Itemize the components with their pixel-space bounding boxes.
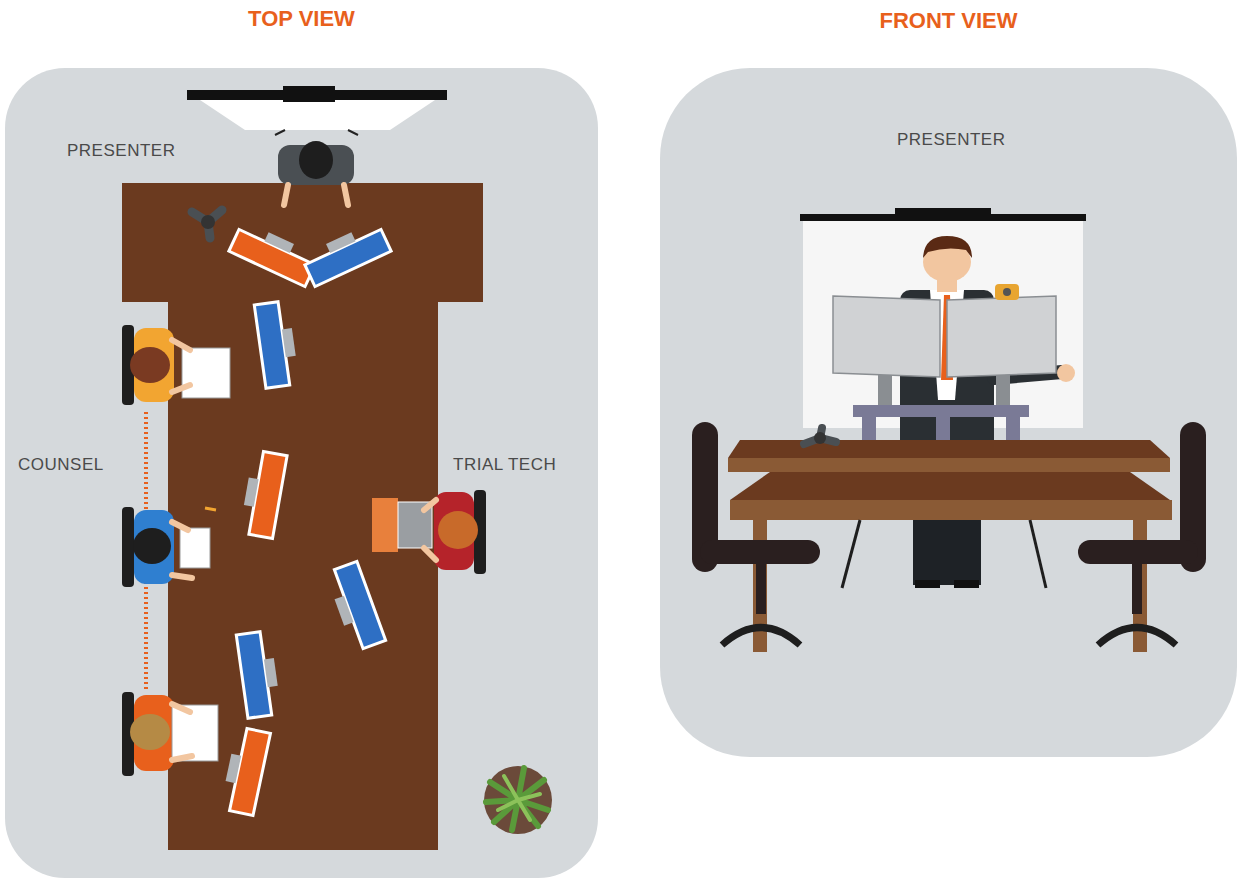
monitor bbox=[254, 300, 299, 388]
counsel-figure bbox=[122, 325, 230, 405]
monitor bbox=[239, 450, 287, 539]
role-label: PRESENTER bbox=[67, 141, 175, 161]
projector bbox=[283, 86, 335, 102]
top-view-panel bbox=[5, 68, 598, 878]
speakerphone bbox=[192, 210, 222, 238]
view-heading: FRONT VIEW bbox=[660, 8, 1237, 34]
front-view-panel bbox=[660, 68, 1237, 757]
projection bbox=[200, 100, 435, 130]
counsel-figure bbox=[122, 692, 218, 776]
trial-tech-figure bbox=[372, 490, 486, 574]
view-panel: FRONT VIEW bbox=[660, 68, 1237, 757]
chair bbox=[1078, 422, 1206, 645]
view-heading: TOP VIEW bbox=[5, 6, 598, 32]
camera bbox=[995, 284, 1019, 300]
monitor bbox=[833, 296, 1056, 443]
role-label: PRESENTER bbox=[897, 130, 1005, 150]
t-table bbox=[122, 183, 483, 850]
mark bbox=[348, 130, 358, 135]
chair bbox=[692, 422, 820, 645]
counsel-figure bbox=[122, 507, 216, 587]
mark bbox=[275, 130, 285, 135]
role-label: COUNSEL bbox=[18, 455, 104, 475]
monitor bbox=[220, 726, 271, 815]
monitor bbox=[229, 220, 319, 286]
role-label: TRIAL TECH bbox=[453, 455, 556, 475]
monitor bbox=[325, 561, 386, 652]
projector bbox=[895, 208, 991, 216]
plant bbox=[484, 766, 552, 834]
presenter-figure bbox=[278, 141, 354, 205]
screen bbox=[803, 218, 1083, 428]
monitor bbox=[301, 220, 391, 286]
monitor bbox=[236, 630, 281, 718]
speakerphone bbox=[804, 428, 836, 444]
